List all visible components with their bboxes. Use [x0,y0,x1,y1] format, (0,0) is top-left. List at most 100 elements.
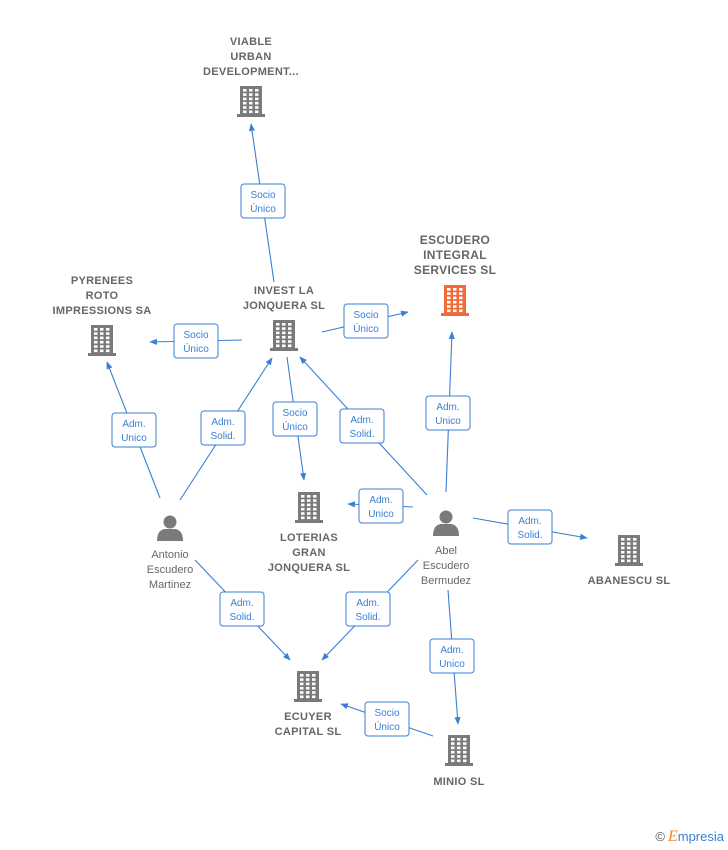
edge-label-text: Unico [368,509,394,520]
edge-label-box[interactable] [507,509,553,545]
node-loterias[interactable]: LOTERIAS GRAN JONQUERA SL [268,492,350,574]
edge-label-text: Único [353,322,379,335]
edge-abel-to-loterias: Adm. Unico [347,488,414,524]
node-label: LOTERIAS [280,532,338,544]
edge-label-text: Socio [250,190,275,201]
node-label: Martinez [149,579,191,591]
edge-label-box[interactable] [343,303,389,339]
person-icon [433,510,459,536]
node-viable[interactable]: VIABLE URBAN DEVELOPMENT... [203,36,299,117]
building-icon [237,86,265,117]
edge-label-text: Solid. [349,429,374,440]
edge-label-box[interactable] [425,395,471,431]
edge-abel-to-minio: Adm. Unico [429,589,475,725]
building-icon [88,325,116,356]
edge-label-text: Adm. [436,402,459,413]
edge-abel-to-ecuyer: Adm. Solid. [321,559,419,661]
building-icon [615,535,643,566]
edge-label-text: Único [183,342,209,355]
node-invest[interactable]: INVEST LA JONQUERA SL [243,285,325,351]
node-label: PYRENEES [71,275,133,287]
node-label: Abel [435,545,457,557]
edge-label-text: Adm. [350,415,373,426]
edge-label-text: Único [282,420,308,433]
node-label: Bermudez [421,575,471,587]
node-label: ABANESCU SL [588,575,671,587]
building-icon [445,735,473,766]
person-icon [157,515,183,541]
edge-label-box[interactable] [111,412,157,448]
edge-label-text: Adm. [122,419,145,430]
edge-label-box[interactable] [200,410,246,446]
node-label: Escudero [147,564,193,576]
node-label: DEVELOPMENT... [203,66,299,78]
node-label: ESCUDERO [420,233,490,247]
edge-label-box[interactable] [345,591,391,627]
edge-label-text: Socio [183,330,208,341]
node-abanescu[interactable]: ABANESCU SL [588,535,671,587]
edge-label-text: Solid. [355,612,380,623]
edge-label-text: Unico [121,433,147,444]
edge-antonio-to-ecuyer: Adm.Solid. [194,559,291,661]
node-label: ROTO [86,290,119,302]
building-icon [295,492,323,523]
building-icon [270,320,298,351]
node-label: CAPITAL SL [275,726,342,738]
node-label: VIABLE [230,36,272,48]
edge-label-text: Adm. [369,495,392,506]
edge-abel-to-invest: Adm. Solid. [299,356,428,496]
node-label: GRAN [292,547,326,559]
node-label: JONQUERA SL [243,300,325,312]
node-label: INVEST LA [254,285,314,297]
node-label: MINIO SL [433,776,484,788]
node-label: SERVICES SL [414,263,496,277]
brand-initial: E [667,828,678,845]
edge-label-text: Único [250,202,276,215]
edge-label-box[interactable] [173,323,219,359]
edge-label-text: Adm. [518,516,541,527]
edge-label-text: Solid. [229,612,254,623]
node-minio[interactable]: MINIO SL [433,735,484,788]
edge-label-box[interactable] [364,701,410,737]
edge-label-text: Socio [374,708,399,719]
node-label: ECUYER [284,711,332,723]
edge-label-box[interactable] [358,488,404,524]
node-label: Escudero [423,560,469,572]
edge-label-box[interactable] [219,591,265,627]
edge-abel-to-abanescu: Adm. Solid. [472,509,588,545]
nodes-layer: VIABLE URBAN DEVELOPMENT... ESCUDEROINTEGRA… [53,36,671,788]
edge-label-text: Unico [435,416,461,427]
edge-label-box[interactable] [272,401,318,437]
empresia-watermark[interactable]: ©Empresia [655,828,724,846]
edge-label-text: Solid. [210,431,235,442]
node-label: INTEGRAL [423,248,487,262]
building-icon [294,671,322,702]
edge-label-box[interactable] [339,408,385,444]
node-label: URBAN [230,51,271,63]
node-label: Antonio [151,549,188,561]
edge-abel-to-escudero: Adm. Unico [425,331,471,493]
edges-layer: SocioÚnicoSocioÚnicoSocioÚnicoSocioÚnico… [106,123,588,737]
copyright-symbol: © [655,829,665,844]
building-icon [441,285,469,316]
edge-label-text: Adm. [356,598,379,609]
node-label: JONQUERA SL [268,562,350,574]
edge-label-text: Único [374,720,400,733]
edge-label-text: Socio [353,310,378,321]
edge-label-text: Adm. [440,645,463,656]
edge-label-box[interactable] [240,183,286,219]
node-ecuyer[interactable]: ECUYER CAPITAL SL [275,671,342,738]
edge-label-text: Solid. [517,530,542,541]
edge-label-text: Unico [439,659,465,670]
edge-label-text: Adm. [211,417,234,428]
edge-label-box[interactable] [429,638,475,674]
